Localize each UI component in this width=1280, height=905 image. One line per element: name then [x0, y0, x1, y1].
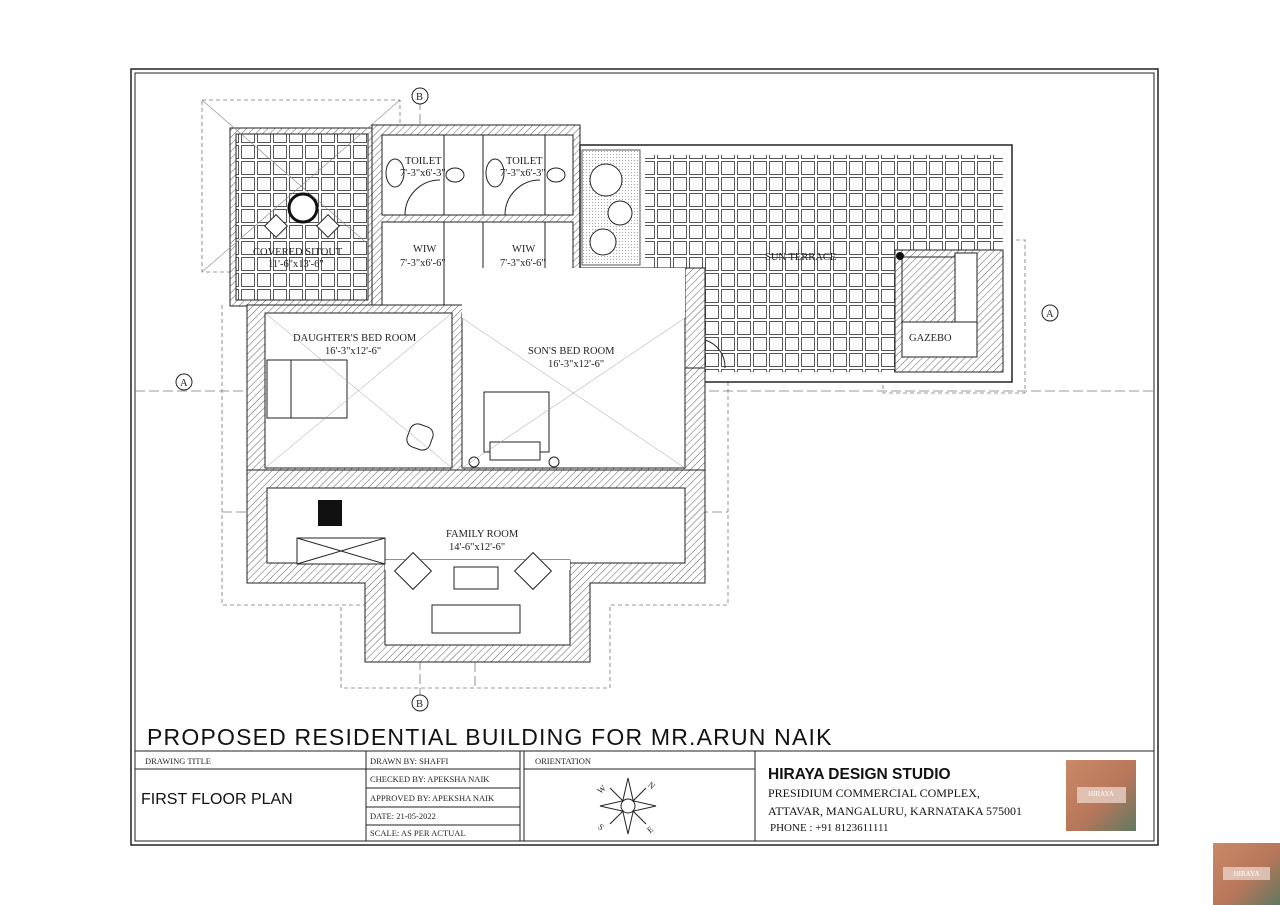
gazebo	[894, 249, 1004, 373]
daughters-bed-room-size: 16'-3"x12'-6"	[325, 346, 381, 357]
sheet-border	[130, 68, 1159, 846]
corner-logo: HIRAYA	[1213, 843, 1280, 905]
covered-sitout-size: 11'-6"x13'-6"	[268, 259, 324, 270]
covered-sitout	[201, 99, 401, 307]
project-title: PROPOSED RESIDENTIAL BUILDING FOR MR.ARU…	[147, 724, 833, 750]
toilet-1-size: 7'-3"x6'-3"	[400, 168, 446, 179]
wiw-1-label: WIW	[413, 244, 436, 255]
sons-bed-room-label: SON'S BED ROOM	[528, 346, 615, 357]
family-room-size: 14'-6"x12'-6"	[449, 542, 505, 553]
family-room	[246, 469, 706, 663]
gazebo-label: GAZEBO	[909, 333, 952, 344]
daughters-bed-room-label: DAUGHTER'S BED ROOM	[293, 333, 417, 344]
bedroom-walls	[246, 267, 726, 489]
toilet-1-label: TOILET	[405, 156, 442, 167]
wiw-2-size: 7'-3"x6'-6"	[500, 258, 546, 269]
compass-e: E	[645, 824, 655, 835]
section-marker-a-left: A	[180, 378, 188, 389]
studio-logo: HIRAYA	[1066, 760, 1136, 831]
section-markers	[175, 87, 1059, 712]
wiw-2-label: WIW	[512, 244, 535, 255]
family-room-label: FAMILY ROOM	[446, 529, 519, 540]
compass-w: W	[595, 783, 608, 796]
scale: SCALE: AS PER ACTUAL	[370, 828, 466, 838]
studio-address-2: ATTAVAR, MANGALURU, KARNATAKA 575001	[768, 804, 1022, 818]
sun-terrace-label: SUN TERRACE	[765, 252, 836, 263]
studio-logo-text: HIRAYA	[1076, 786, 1126, 803]
sons-bed-room-size: 16'-3"x12'-6"	[548, 359, 604, 370]
wiw-1-size: 7'-3"x6'-6"	[400, 258, 446, 269]
compass-s: S	[596, 821, 606, 832]
drawing-title-label: DRAWING TITLE	[145, 756, 211, 766]
section-marker-a-right: A	[1046, 309, 1054, 320]
studio-name: HIRAYA DESIGN STUDIO	[768, 766, 951, 783]
toilet-2-size: 7'-3"x6'-3"	[500, 168, 546, 179]
sun-terrace	[579, 144, 1013, 383]
studio-address-1: PRESIDIUM COMMERCIAL COMPLEX,	[768, 786, 980, 800]
corner-logo-text: HIRAYA	[1223, 866, 1270, 881]
compass-n: N	[646, 779, 657, 791]
compass-icon	[599, 777, 657, 835]
orientation-label: ORIENTATION	[535, 756, 591, 766]
checked-by: CHECKED BY: APEKSHA NAIK	[370, 774, 490, 784]
date: DATE: 21-05-2022	[370, 811, 436, 821]
covered-sitout-label: COVERED SITOUT	[253, 247, 343, 258]
drawn-by: DRAWN BY: SHAFFI	[370, 756, 449, 766]
toilet-2-label: TOILET	[506, 156, 543, 167]
studio-phone: PHONE : +91 8123611111	[770, 822, 889, 834]
title-block	[135, 750, 1154, 841]
drawing-title: FIRST FLOOR PLAN	[141, 791, 293, 808]
section-marker-b-top: B	[416, 92, 423, 103]
section-marker-b-bottom: B	[416, 699, 423, 710]
approved-by: APPROVED BY: APEKSHA NAIK	[370, 793, 495, 803]
